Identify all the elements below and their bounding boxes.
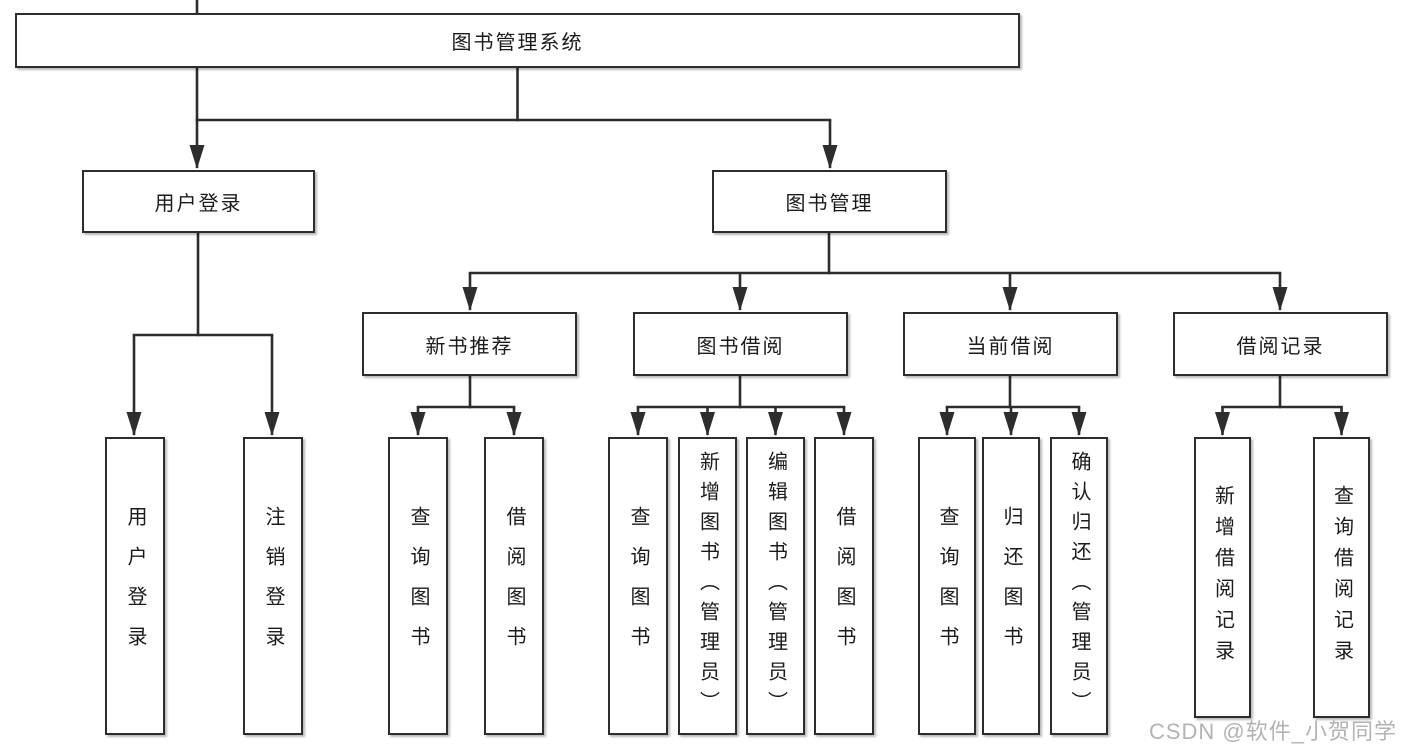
leaf-query-books-1: 查询图书 — [388, 437, 448, 735]
node-current-borrowing: 当前借阅 — [903, 312, 1118, 376]
node-book-management: 图书管理 — [712, 170, 947, 233]
node-library-system: 图书管理系统 — [15, 13, 1020, 68]
node-current-borrowing-label: 当前借阅 — [966, 335, 1055, 358]
leaf-add-book-admin-label: 新增图书（管理员） — [696, 451, 719, 721]
leaf-confirm-return-admin: 确认归还（管理员） — [1050, 437, 1108, 735]
leaf-return-book-label: 归还图书 — [1000, 506, 1022, 666]
node-borrowing-records-label: 借阅记录 — [1236, 335, 1325, 358]
leaf-borrow-books-2: 借阅图书 — [814, 437, 874, 735]
leaf-borrow-books-1-label: 借阅图书 — [503, 506, 525, 666]
leaf-edit-book-admin: 编辑图书（管理员） — [746, 437, 805, 735]
leaf-logout-label: 注销登录 — [262, 506, 284, 666]
leaf-confirm-return-admin-label: 确认归还（管理员） — [1068, 451, 1090, 721]
leaf-query-books-3: 查询图书 — [918, 437, 976, 735]
leaf-query-books-2: 查询图书 — [608, 437, 668, 735]
leaf-user-login-label: 用户登录 — [124, 506, 146, 666]
leaf-borrow-books-1: 借阅图书 — [484, 437, 544, 735]
node-library-system-label: 图书管理系统 — [451, 32, 584, 54]
leaf-return-book: 归还图书 — [982, 437, 1040, 735]
leaf-user-login: 用户登录 — [105, 437, 165, 735]
node-user-login: 用户登录 — [82, 170, 315, 233]
leaf-query-borrow-record: 查询借阅记录 — [1313, 437, 1370, 718]
watermark: CSDN @软件_小贺同学 — [1148, 719, 1397, 744]
node-new-book-recommendation-label: 新书推荐 — [425, 335, 514, 358]
leaf-query-books-3-label: 查询图书 — [936, 506, 958, 666]
leaf-add-borrow-record-label: 新增借阅记录 — [1211, 484, 1234, 671]
node-book-borrowing: 图书借阅 — [633, 312, 848, 376]
leaf-add-book-admin: 新增图书（管理员） — [678, 437, 737, 735]
leaf-borrow-books-2-label: 借阅图书 — [833, 506, 855, 666]
leaf-add-borrow-record: 新增借阅记录 — [1194, 437, 1251, 718]
leaf-edit-book-admin-label: 编辑图书（管理员） — [764, 451, 787, 721]
node-book-management-label: 图书管理 — [785, 193, 874, 215]
leaf-query-borrow-record-label: 查询借阅记录 — [1330, 484, 1353, 671]
leaf-query-books-2-label: 查询图书 — [627, 506, 649, 666]
node-book-borrowing-label: 图书借阅 — [696, 335, 785, 358]
node-new-book-recommendation: 新书推荐 — [362, 312, 577, 376]
node-borrowing-records: 借阅记录 — [1173, 312, 1388, 376]
leaf-query-books-1-label: 查询图书 — [407, 506, 429, 666]
node-user-login-label: 用户登录 — [154, 193, 243, 215]
leaf-logout: 注销登录 — [243, 437, 303, 735]
